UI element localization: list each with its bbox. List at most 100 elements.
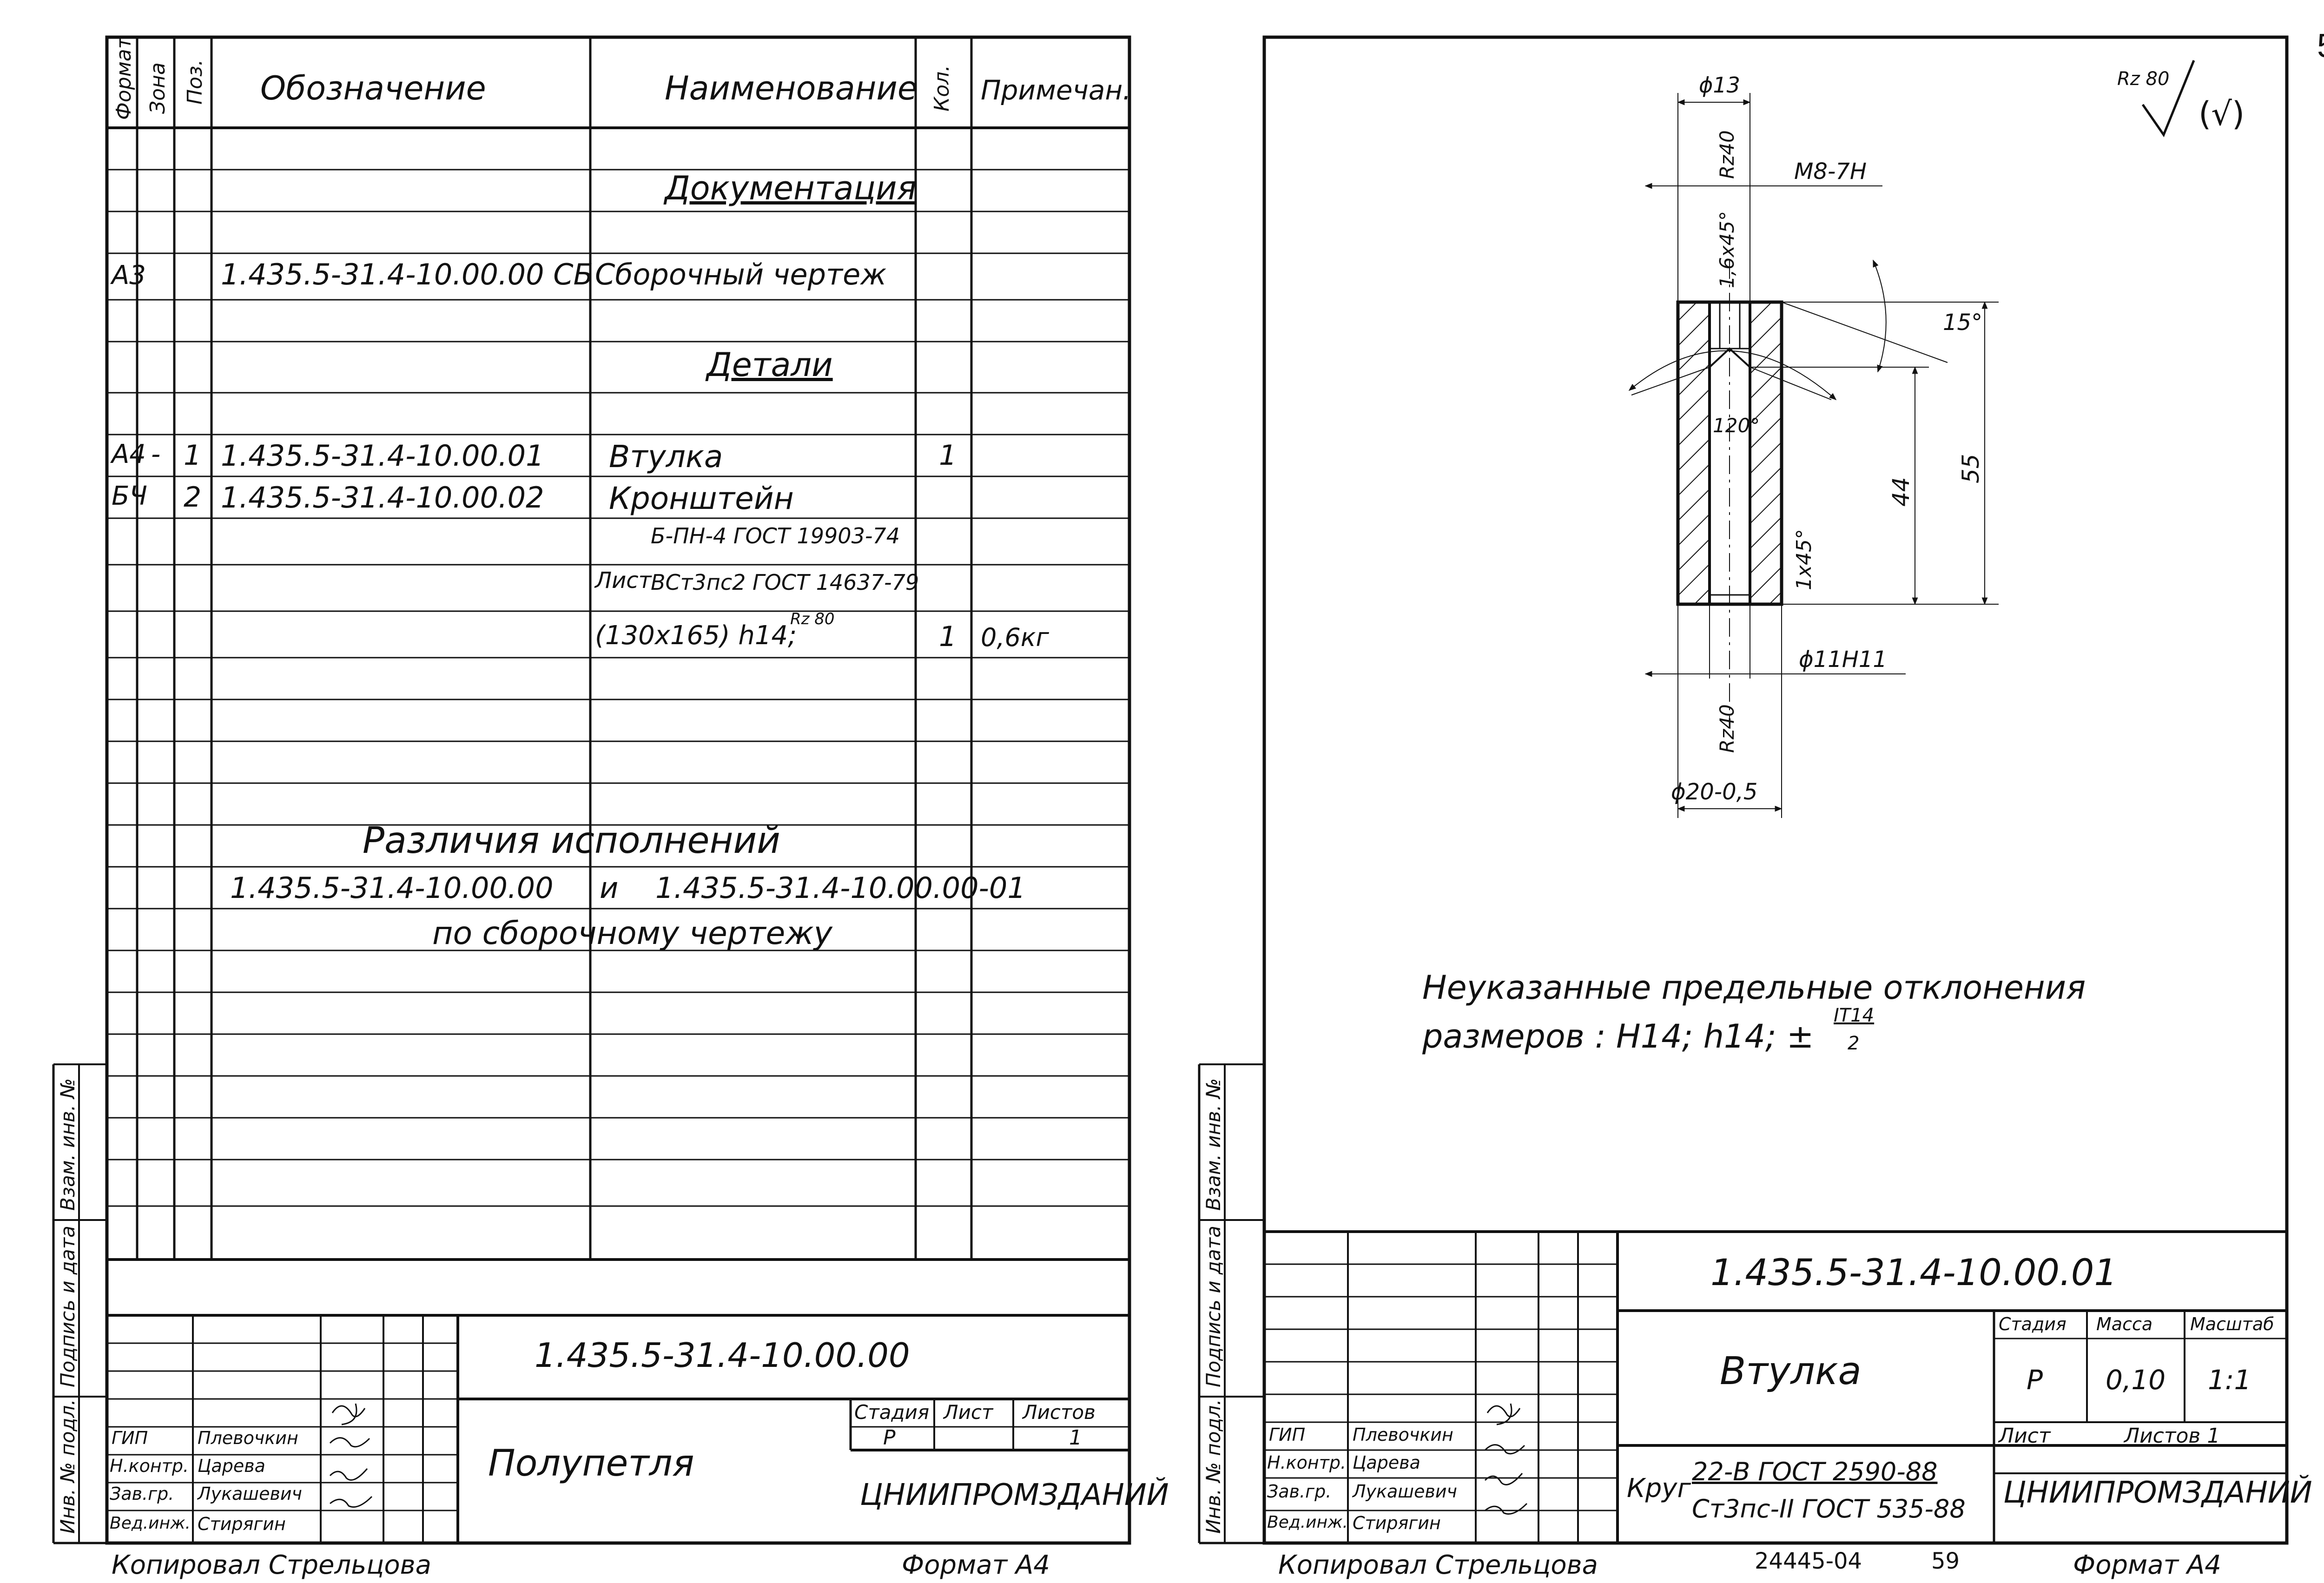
scale-label: Масштаб bbox=[2190, 1314, 2274, 1334]
row-name: Кронштейн bbox=[609, 481, 794, 516]
header-zone: Зона bbox=[146, 62, 170, 114]
material-line3: (130х165) h14; bbox=[595, 620, 797, 651]
row-zone: - bbox=[151, 439, 161, 469]
variants-code-a: 1.435.5-31.4-10.00.00 bbox=[230, 871, 554, 905]
row-designation: 1.435.5-31.4-10.00.01 bbox=[221, 439, 544, 473]
right-sheet-frame bbox=[1198, 35, 2289, 1545]
header-format: Формат bbox=[112, 37, 136, 120]
role: ГИП bbox=[1269, 1425, 1306, 1445]
format-label: Формат А4 bbox=[2073, 1550, 2221, 1580]
signatures bbox=[329, 1403, 373, 1508]
material-note: 0,6кг bbox=[981, 623, 1049, 652]
note-line1: Неуказанные предельные отклонения bbox=[1422, 969, 2086, 1007]
person-name: Царева bbox=[198, 1456, 265, 1476]
note-line2: размеров : Н14; h14; ± bbox=[1422, 1017, 1814, 1055]
side-label-sign: Подпись и дата bbox=[1202, 1226, 1225, 1387]
variants-note: по сборочному чертежу bbox=[432, 915, 832, 952]
note-frac-den: 2 bbox=[1848, 1033, 1860, 1054]
row-pos: 1 bbox=[184, 439, 202, 472]
row-format: А4 bbox=[112, 439, 146, 469]
side-label-inv: Инв. № подл. bbox=[56, 1399, 79, 1534]
copied-by: Копировал Стрельцова bbox=[112, 1550, 431, 1580]
side-label-inv: Инв. № подл. bbox=[1202, 1399, 1225, 1534]
sheets-value: 1 bbox=[1069, 1426, 1082, 1450]
role: Н.контр. bbox=[110, 1456, 189, 1476]
left-sheet-frame bbox=[52, 35, 1131, 1545]
material-qty: 1 bbox=[939, 620, 957, 653]
variants-code-b: 1.435.5-31.4-10.00.00-01 bbox=[655, 871, 1026, 905]
material-line1: 22-В ГОСТ 2590-88 bbox=[1692, 1457, 1938, 1486]
person-name: Стирягин bbox=[1353, 1513, 1441, 1533]
material-prefix: Лист bbox=[595, 567, 652, 594]
header-pos: Поз. bbox=[183, 59, 207, 105]
dim-d20: ϕ20-0,5 bbox=[1671, 779, 1758, 805]
header-qty: Кол. bbox=[930, 65, 954, 112]
page-number: 58 bbox=[2317, 27, 2324, 65]
row-format: А3 bbox=[112, 260, 146, 290]
dim-chamfer-top: 1,6х45° bbox=[1716, 211, 1738, 288]
role: Вед.инж. bbox=[110, 1514, 191, 1533]
section-documentation: Документация bbox=[665, 169, 917, 207]
material-prefix: Круг bbox=[1627, 1473, 1691, 1504]
row-name: Втулка bbox=[609, 439, 723, 475]
person-name: Плевочкин bbox=[1353, 1425, 1453, 1445]
note-frac-num: IT14 bbox=[1834, 1005, 1875, 1026]
title-name: Полупетля bbox=[488, 1443, 694, 1484]
role: Зав.гр. bbox=[110, 1484, 174, 1504]
title-code: 1.435.5-31.4-10.00.00 bbox=[535, 1336, 910, 1375]
person-name: Царева bbox=[1353, 1452, 1420, 1473]
person-name: Лукашевич bbox=[198, 1484, 302, 1504]
signatures bbox=[1484, 1403, 1528, 1515]
person-name: Плевочкин bbox=[198, 1428, 298, 1448]
stage-value: Р bbox=[2027, 1364, 2043, 1396]
format-label: Формат А4 bbox=[902, 1550, 1050, 1580]
dim-d11: ϕ11Н11 bbox=[1799, 646, 1887, 673]
role: Н.контр. bbox=[1267, 1452, 1347, 1473]
section-details: Детали bbox=[706, 346, 833, 384]
dim-d13: ϕ13 bbox=[1699, 73, 1740, 98]
material-line2: Ст3пс-II ГОСТ 535-88 bbox=[1692, 1494, 1966, 1524]
row-pos: 2 bbox=[184, 481, 202, 514]
mass-value: 0,10 bbox=[2106, 1364, 2166, 1396]
stage-label: Стадия bbox=[854, 1401, 930, 1424]
material-line2: ВСт3пс2 ГОСТ 14637-79 bbox=[651, 570, 919, 595]
row-designation: 1.435.5-31.4-10.00.00 СБ bbox=[221, 257, 594, 291]
sheet-label: Лист bbox=[1999, 1424, 2051, 1448]
org-name: ЦНИИПРОМЗДАНИЙ bbox=[2003, 1476, 2312, 1510]
person-name: Лукашевич bbox=[1353, 1481, 1457, 1502]
material-line1: Б-ПН-4 ГОСТ 19903-74 bbox=[651, 523, 900, 548]
mass-label: Масса bbox=[2096, 1314, 2153, 1334]
dim-len55: 55 bbox=[1957, 454, 1984, 483]
dim-m8: М8-7Н bbox=[1794, 158, 1867, 185]
sheets-label: Листов 1 bbox=[2124, 1424, 2220, 1448]
header-note: Примечан. bbox=[981, 74, 1131, 106]
role: Вед.инж. bbox=[1267, 1513, 1348, 1532]
archive-page: 59 bbox=[1931, 1548, 1960, 1574]
copied-by: Копировал Стрельцова bbox=[1278, 1550, 1598, 1580]
dim-len44: 44 bbox=[1888, 477, 1915, 507]
scale-value: 1:1 bbox=[2208, 1364, 2251, 1396]
dim-rz40-top: Rz40 bbox=[1716, 130, 1738, 179]
header-designation: Обозначение bbox=[260, 69, 486, 107]
row-name: Сборочный чертеж bbox=[595, 257, 887, 291]
material-roughness: Rz 80 bbox=[790, 610, 835, 628]
person-name: Стирягин bbox=[198, 1514, 286, 1534]
side-label-sign: Подпись и дата bbox=[56, 1226, 79, 1387]
row-designation: 1.435.5-31.4-10.00.02 bbox=[221, 481, 544, 514]
dim-chamfer-bot: 1х45° bbox=[1792, 528, 1816, 590]
role: Зав.гр. bbox=[1267, 1481, 1332, 1502]
sheets-label: Листов bbox=[1023, 1401, 1096, 1424]
dim-rz40-bot: Rz40 bbox=[1716, 704, 1738, 753]
row-format: БЧ bbox=[112, 481, 147, 511]
org-name: ЦНИИПРОМЗДАНИЙ bbox=[860, 1478, 1169, 1512]
stage-value: Р bbox=[883, 1426, 896, 1450]
dim-angle15: 15° bbox=[1943, 310, 1983, 336]
stage-label: Стадия bbox=[1999, 1314, 2067, 1334]
variants-title: Различия исполнений bbox=[363, 820, 780, 862]
row-qty: 1 bbox=[939, 439, 957, 472]
header-name: Наименование bbox=[665, 69, 918, 107]
dim-angle120: 120° bbox=[1713, 414, 1760, 437]
archive-stamp: 24445-04 bbox=[1755, 1548, 1862, 1574]
role: ГИП bbox=[112, 1428, 148, 1448]
